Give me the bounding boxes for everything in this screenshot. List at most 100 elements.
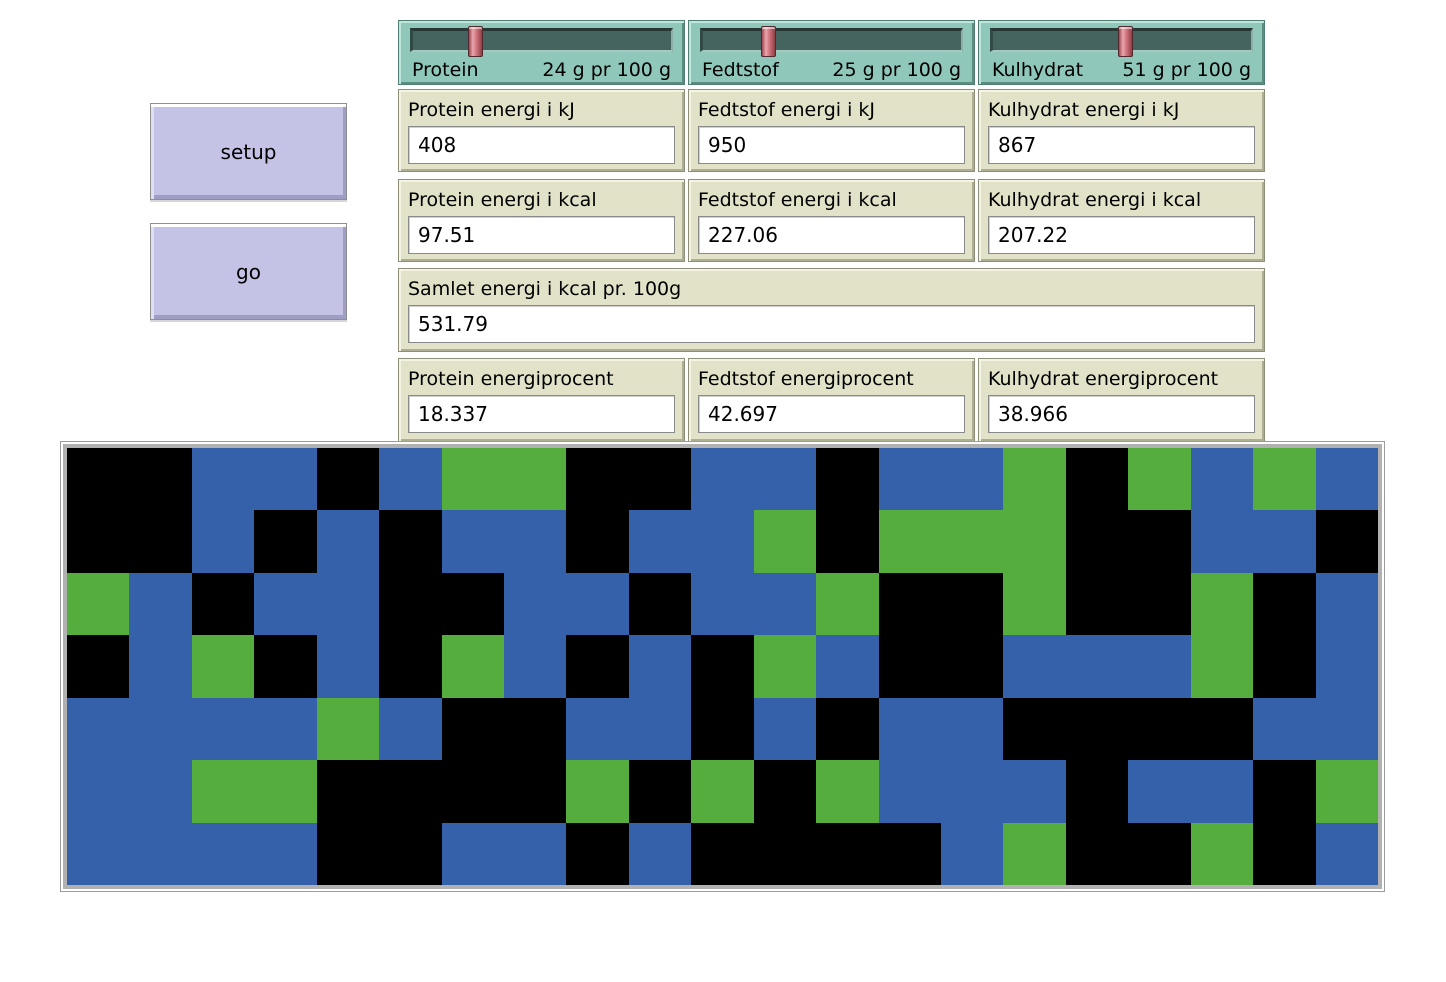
patch bbox=[878, 760, 941, 823]
world-grid bbox=[67, 448, 1378, 885]
patch bbox=[1315, 448, 1378, 511]
patch bbox=[1253, 635, 1316, 698]
patch bbox=[1065, 822, 1129, 885]
patch bbox=[191, 448, 255, 511]
patch bbox=[628, 760, 692, 823]
patch bbox=[691, 760, 754, 823]
slider-kulhydrat: Kulhydrat 51 g pr 100 g bbox=[978, 20, 1265, 85]
patch bbox=[816, 572, 879, 636]
monitor-protein-kcal-label: Protein energi i kcal bbox=[408, 189, 597, 211]
patch bbox=[940, 760, 1004, 823]
patch bbox=[940, 635, 1004, 698]
monitor-fedtstof-procent-value: 42.697 bbox=[698, 395, 965, 433]
patch bbox=[1253, 697, 1316, 761]
go-button[interactable]: go bbox=[150, 223, 347, 320]
patch bbox=[1128, 822, 1191, 885]
patch bbox=[1253, 448, 1316, 511]
patch bbox=[816, 760, 879, 823]
patch bbox=[940, 448, 1004, 511]
patch bbox=[1003, 572, 1066, 636]
patch bbox=[1190, 697, 1254, 761]
patch bbox=[753, 510, 817, 573]
patch bbox=[316, 635, 380, 698]
patch bbox=[878, 572, 941, 636]
slider-protein-handle[interactable] bbox=[467, 26, 483, 57]
patch bbox=[1315, 697, 1378, 761]
monitor-fedtstof-procent: Fedtstof energiprocent 42.697 bbox=[688, 358, 975, 442]
patch bbox=[1003, 510, 1066, 573]
patch bbox=[566, 572, 629, 636]
patch bbox=[441, 635, 504, 698]
patch bbox=[503, 572, 567, 636]
patch bbox=[1315, 760, 1378, 823]
monitor-protein-procent-label: Protein energiprocent bbox=[408, 368, 614, 390]
patch bbox=[816, 822, 879, 885]
slider-fedtstof: Fedtstof 25 g pr 100 g bbox=[688, 20, 975, 85]
patch bbox=[691, 697, 754, 761]
monitor-fedtstof-kcal-label: Fedtstof energi i kcal bbox=[698, 189, 897, 211]
patch bbox=[1003, 760, 1066, 823]
monitor-fedtstof-kj: Fedtstof energi i kJ 950 bbox=[688, 89, 975, 172]
patch bbox=[191, 760, 255, 823]
monitor-kulhydrat-procent-value: 38.966 bbox=[988, 395, 1255, 433]
patch bbox=[628, 448, 692, 511]
slider-fedtstof-track[interactable] bbox=[700, 26, 963, 57]
slider-kulhydrat-handle[interactable] bbox=[1117, 26, 1133, 57]
slider-fedtstof-value: 25 g pr 100 g bbox=[832, 59, 961, 81]
patch bbox=[566, 635, 629, 698]
slider-kulhydrat-track[interactable] bbox=[990, 26, 1253, 57]
patch bbox=[1253, 760, 1316, 823]
setup-button[interactable]: setup bbox=[150, 103, 347, 200]
patch bbox=[254, 635, 317, 698]
monitor-fedtstof-kcal: Fedtstof energi i kcal 227.06 bbox=[688, 179, 975, 262]
patch bbox=[441, 572, 504, 636]
patch bbox=[379, 572, 442, 636]
monitor-protein-kj: Protein energi i kJ 408 bbox=[398, 89, 685, 172]
slider-protein-track[interactable] bbox=[410, 26, 673, 57]
monitor-samlet-energi: Samlet energi i kcal pr. 100g 531.79 bbox=[398, 268, 1265, 352]
monitor-protein-kcal: Protein energi i kcal 97.51 bbox=[398, 179, 685, 262]
patch bbox=[816, 448, 879, 511]
patch bbox=[503, 635, 567, 698]
patch bbox=[1065, 635, 1129, 698]
patch bbox=[1128, 760, 1191, 823]
patch bbox=[191, 572, 255, 636]
monitor-protein-procent: Protein energiprocent 18.337 bbox=[398, 358, 685, 442]
monitor-kulhydrat-kcal: Kulhydrat energi i kcal 207.22 bbox=[978, 179, 1265, 262]
patch bbox=[753, 448, 817, 511]
slider-fedtstof-label: Fedtstof bbox=[702, 59, 779, 81]
patch bbox=[1065, 510, 1129, 573]
patch bbox=[878, 822, 941, 885]
patch bbox=[1065, 760, 1129, 823]
patch bbox=[753, 572, 817, 636]
monitor-kulhydrat-kj-value: 867 bbox=[988, 126, 1255, 164]
patch bbox=[129, 760, 192, 823]
patch bbox=[129, 635, 192, 698]
patch bbox=[1128, 572, 1191, 636]
patch bbox=[1190, 448, 1254, 511]
patch bbox=[1190, 572, 1254, 636]
patch bbox=[191, 697, 255, 761]
slider-fedtstof-handle[interactable] bbox=[760, 26, 776, 57]
patch bbox=[191, 635, 255, 698]
patch bbox=[254, 572, 317, 636]
patch bbox=[503, 448, 567, 511]
patch bbox=[379, 760, 442, 823]
patch bbox=[566, 510, 629, 573]
patch bbox=[753, 697, 817, 761]
patch bbox=[129, 510, 192, 573]
patch bbox=[316, 697, 380, 761]
patch bbox=[1190, 510, 1254, 573]
patch bbox=[254, 448, 317, 511]
patch bbox=[379, 635, 442, 698]
patch bbox=[1253, 822, 1316, 885]
world-view[interactable] bbox=[60, 441, 1385, 892]
monitor-kulhydrat-kcal-value: 207.22 bbox=[988, 216, 1255, 254]
patch bbox=[691, 822, 754, 885]
patch bbox=[316, 822, 380, 885]
patch bbox=[1315, 510, 1378, 573]
patch bbox=[628, 510, 692, 573]
slider-protein-label: Protein bbox=[412, 59, 479, 81]
patch bbox=[1065, 697, 1129, 761]
patch bbox=[1253, 510, 1316, 573]
